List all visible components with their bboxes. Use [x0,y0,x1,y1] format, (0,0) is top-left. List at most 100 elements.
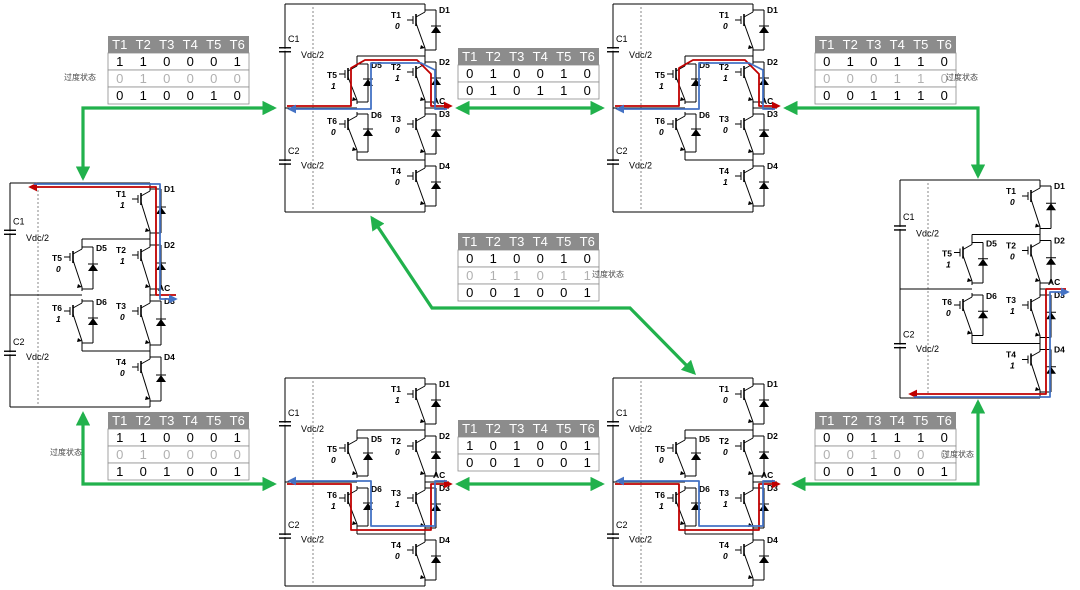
table-cell: 0 [187,447,194,462]
table-header-t6: T6 [937,413,952,428]
vdc-upper-label: Vdc/2 [629,424,652,434]
d6-label: D6 [986,291,997,301]
table-cell: 0 [917,464,924,479]
d2-label: D2 [439,57,450,67]
table-cell: 1 [140,447,147,462]
table-cell: 0 [537,438,544,453]
table-cell: 0 [234,71,241,86]
table-header-t6: T6 [230,413,245,428]
t1-state: 0 [723,21,728,31]
table-cell: 0 [466,83,473,98]
table-header-t5: T5 [556,421,571,436]
table-header-t2: T2 [843,413,858,428]
d5-label: D5 [699,434,710,444]
t1-label: T1 [116,189,126,199]
table-row [107,462,250,481]
table-header-bar [458,48,599,65]
vdc-lower-label: Vdc/2 [629,534,652,544]
transition-arrows [75,100,986,492]
table-row [814,52,957,71]
d2-label: D2 [439,431,450,441]
table-header-t3: T3 [866,413,881,428]
t3-state: 0 [120,312,125,322]
table-cell: 1 [894,54,901,69]
transition-label: 过度状态 [942,449,974,459]
blue-path-bottom-right [615,476,775,527]
blue-path-top-right [615,62,775,114]
c1-label: C1 [616,408,628,418]
table-cell: 1 [140,54,147,69]
table-row [814,69,957,88]
table-cell: 0 [537,455,544,470]
d6-label: D6 [371,484,382,494]
table-cell: 0 [513,66,520,81]
table-header-t3: T3 [866,37,881,52]
t5-state: 1 [659,81,664,91]
table-header-bar [815,412,956,429]
table-header-t3: T3 [159,413,174,428]
table-header-t1: T1 [112,413,127,428]
t5-label: T5 [942,249,952,259]
table-cell: 0 [870,71,877,86]
table-cell: 0 [823,447,830,462]
table-cell: 1 [560,83,567,98]
ac-label: AC [761,96,773,106]
table-cell: 0 [584,66,591,81]
ac-label: AC [761,470,773,480]
table-header-t4: T4 [890,413,905,428]
t2-label: T2 [719,62,729,72]
circuit-far-left: C1C2Vdc/2Vdc/2T11D1T21D2T30D3T40D4ACT50D… [4,182,175,408]
transition-label: 过度状态 [592,269,624,279]
table-header-t4: T4 [533,234,548,249]
table-cell: 1 [917,430,924,445]
table-cell: 1 [584,438,591,453]
table-header-t4: T4 [533,421,548,436]
t6-state: 0 [946,308,951,318]
t2-label: T2 [391,436,401,446]
circuit-bottom-right: C1C2Vdc/2Vdc/2T10D1T20D2T31D3T40D4ACT50D… [607,377,778,587]
t2-state: 0 [395,447,400,457]
t6-label: T6 [942,297,952,307]
table-cell: 1 [537,83,544,98]
table-cell: 0 [560,285,567,300]
t5-label: T5 [327,70,337,80]
table-cell: 1 [490,251,497,266]
table-cell: 0 [537,66,544,81]
table-cell: 1 [513,285,520,300]
t2-state: 1 [120,256,125,266]
t3-state: 1 [395,499,400,509]
d4-label: D4 [767,161,778,171]
table-row [814,86,957,105]
t4-state: 1 [723,177,728,187]
table-row [457,64,600,83]
table-cell: 1 [513,438,520,453]
table-header-t6: T6 [580,234,595,249]
d2-label: D2 [767,431,778,441]
table-cell: 1 [560,251,567,266]
table-cell: 1 [894,88,901,103]
table-cell: 0 [187,88,194,103]
table-header-t4: T4 [183,413,198,428]
table-cell: 1 [917,54,924,69]
table-cell: 0 [187,430,194,445]
table-cell: 0 [894,447,901,462]
t1-state: 1 [120,200,125,210]
table-cell: 0 [560,438,567,453]
table-cell: 1 [917,88,924,103]
t4-label: T4 [391,166,401,176]
arrow-diagonal [370,215,697,376]
t1-state: 0 [723,395,728,405]
table-row [457,81,600,100]
d5-label: D5 [371,434,382,444]
t4-label: T4 [116,357,126,367]
table-header-t6: T6 [937,37,952,52]
table-header-t6: T6 [580,49,595,64]
table-cell: 1 [584,285,591,300]
table-cell: 1 [870,430,877,445]
table-row [457,283,600,302]
table-row [107,52,250,71]
table-cell: 0 [210,464,217,479]
table-row [107,69,250,88]
t2-state: 1 [723,73,728,83]
